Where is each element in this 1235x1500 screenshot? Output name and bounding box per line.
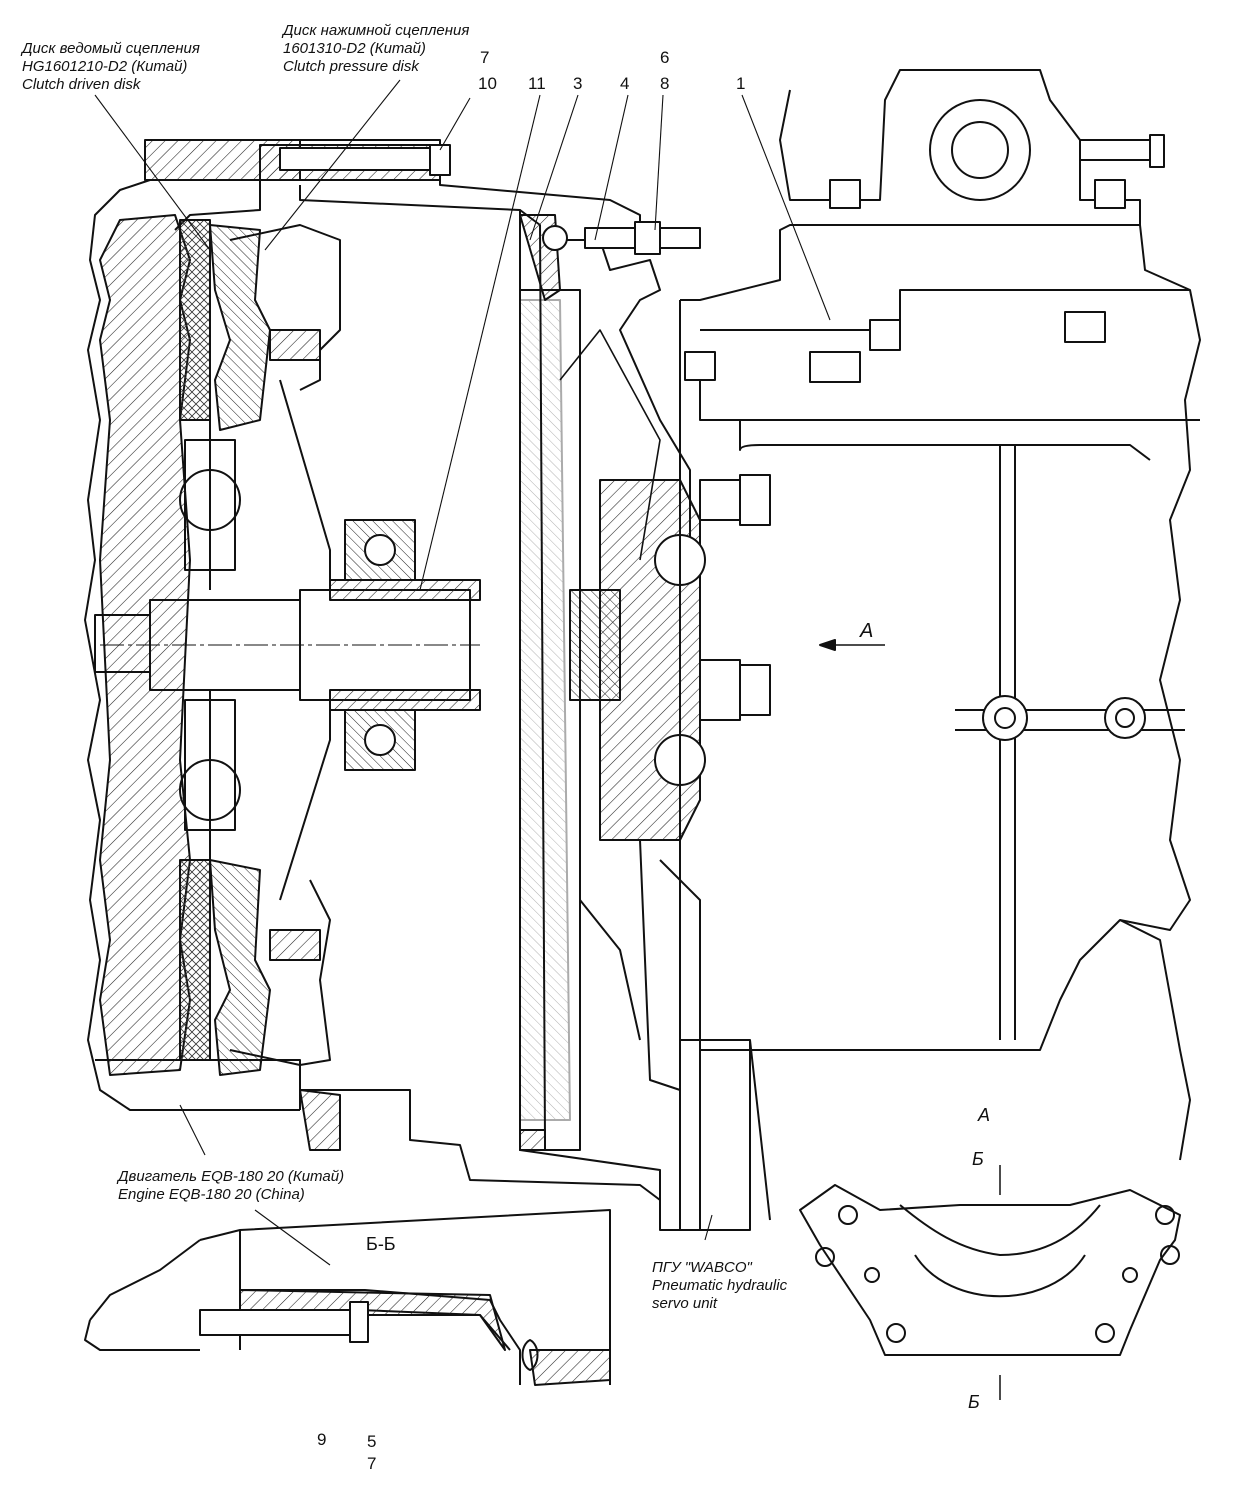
bolt-fork-pin xyxy=(542,221,701,255)
callout-5: 5 xyxy=(367,1432,377,1451)
gearbox-housing xyxy=(679,224,1201,1161)
label-engine-line1: Двигатель EQB-180 20 (Китай) xyxy=(118,1168,345,1185)
callout-7-top: 7 xyxy=(480,48,490,67)
label-engine-line2: Engine EQB-180 20 (China) xyxy=(118,1186,305,1203)
label-pressure-disk: Диск нажимной сцепления 1601310-D2 (Кита… xyxy=(283,22,469,76)
label-engine: Двигатель EQB-180 20 (Китай) Engine EQB-… xyxy=(118,1168,344,1204)
release-bearing xyxy=(329,519,481,771)
label-servo-line2: Pneumatic hydraulic xyxy=(652,1277,788,1294)
view-a-arrow xyxy=(819,639,885,651)
callout-10: 10 xyxy=(478,74,497,93)
bolt-mid-right xyxy=(699,474,771,721)
label-servo-line1: ПГУ "WABCO" xyxy=(652,1259,752,1276)
bolt-top-left xyxy=(279,144,451,176)
label-pressure-disk-line1: Диск нажимной сцепления xyxy=(283,22,470,39)
label-driven-disk-line3: Clutch driven disk xyxy=(22,76,141,93)
label-driven-disk-line2: HG1601210-D2 (Китай) xyxy=(22,58,188,75)
callout-4: 4 xyxy=(620,74,630,93)
pressure-plate xyxy=(209,224,271,1076)
callout-9: 9 xyxy=(317,1430,327,1449)
gearbox-top-cover xyxy=(684,69,1165,383)
cut-b-top-letter: Б xyxy=(972,1149,984,1169)
callout-6: 6 xyxy=(660,48,670,67)
section-bb-title: Б-Б xyxy=(366,1234,396,1254)
label-servo-unit: ПГУ "WABCO" Pneumatic hydraulic servo un… xyxy=(652,1259,787,1313)
callout-3: 3 xyxy=(573,74,583,93)
callout-1: 1 xyxy=(736,74,746,93)
label-driven-disk-line1: Диск ведомый сцепления xyxy=(22,40,200,57)
label-pressure-disk-line2: 1601310-D2 (Китай) xyxy=(283,40,426,57)
section-bb-drawing xyxy=(84,1209,611,1386)
label-driven-disk: Диск ведомый сцепления HG1601210-D2 (Кит… xyxy=(22,40,200,94)
driven-disk xyxy=(179,219,241,1061)
view-a-arrow-letter: А xyxy=(860,620,874,642)
view-a-title: А xyxy=(978,1105,991,1125)
callout-8: 8 xyxy=(660,74,670,93)
label-pressure-disk-line3: Clutch pressure disk xyxy=(283,58,419,75)
callout-7-bottom: 7 xyxy=(367,1454,377,1473)
callout-11: 11 xyxy=(528,74,546,93)
label-servo-line3: servo unit xyxy=(652,1295,718,1312)
view-a-flange xyxy=(799,1165,1181,1400)
release-fork xyxy=(559,239,771,1231)
clutch-cover xyxy=(229,224,341,1066)
leader-lines xyxy=(94,79,831,1266)
cut-b-bottom-letter: Б xyxy=(968,1392,980,1412)
